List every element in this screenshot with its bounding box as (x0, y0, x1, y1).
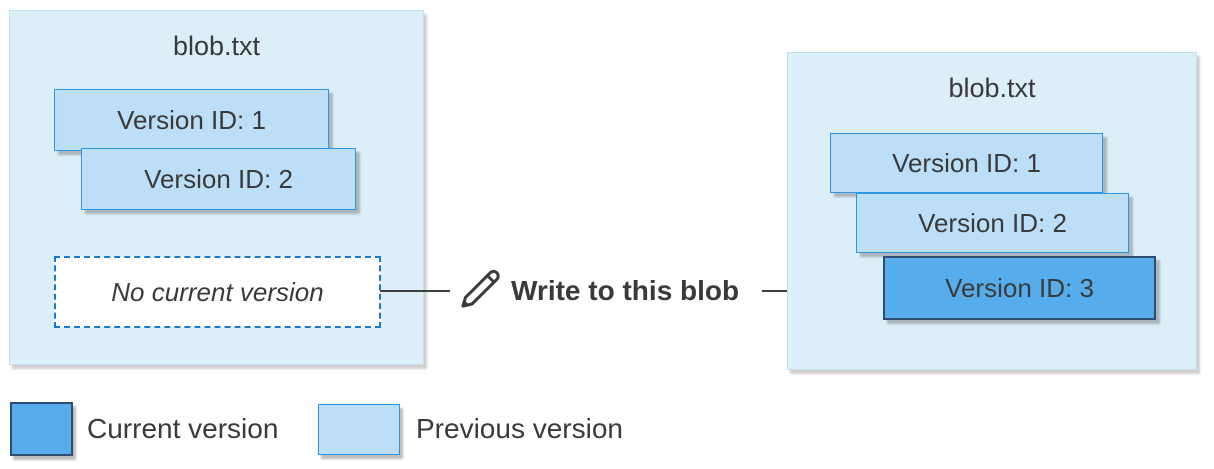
left-version-1-box: Version ID: 1 (54, 89, 329, 151)
legend-current-label: Current version (87, 413, 279, 444)
left-blob-container: blob.txt Version ID: 1 Version ID: 2 No … (9, 10, 424, 365)
right-version-2-box: Version ID: 2 (856, 193, 1129, 253)
legend-previous-swatch (318, 404, 400, 455)
left-version-1-label: Version ID: 1 (117, 104, 266, 135)
right-version-1-label: Version ID: 1 (892, 147, 1041, 178)
right-version-3-box-current: Version ID: 3 (883, 256, 1156, 320)
left-version-2-label: Version ID: 2 (144, 163, 293, 194)
legend-previous-label: Previous version (416, 413, 623, 444)
legend-current-swatch (10, 402, 73, 456)
left-blob-title: blob.txt (172, 31, 261, 61)
right-version-2-label: Version ID: 2 (918, 207, 1067, 238)
action-label: Write to this blob (511, 275, 740, 306)
right-blob-container: blob.txt Version ID: 1 Version ID: 2 Ver… (787, 52, 1197, 370)
right-blob-title: blob.txt (948, 73, 1036, 103)
no-current-version-label: No current version (111, 276, 324, 307)
no-current-version-box: No current version (54, 256, 381, 328)
left-version-2-box: Version ID: 2 (81, 148, 356, 210)
pencil-icon (455, 266, 503, 314)
right-version-1-box: Version ID: 1 (830, 133, 1103, 193)
right-version-3-label: Version ID: 3 (945, 272, 1094, 303)
connector-line-left (380, 290, 450, 292)
